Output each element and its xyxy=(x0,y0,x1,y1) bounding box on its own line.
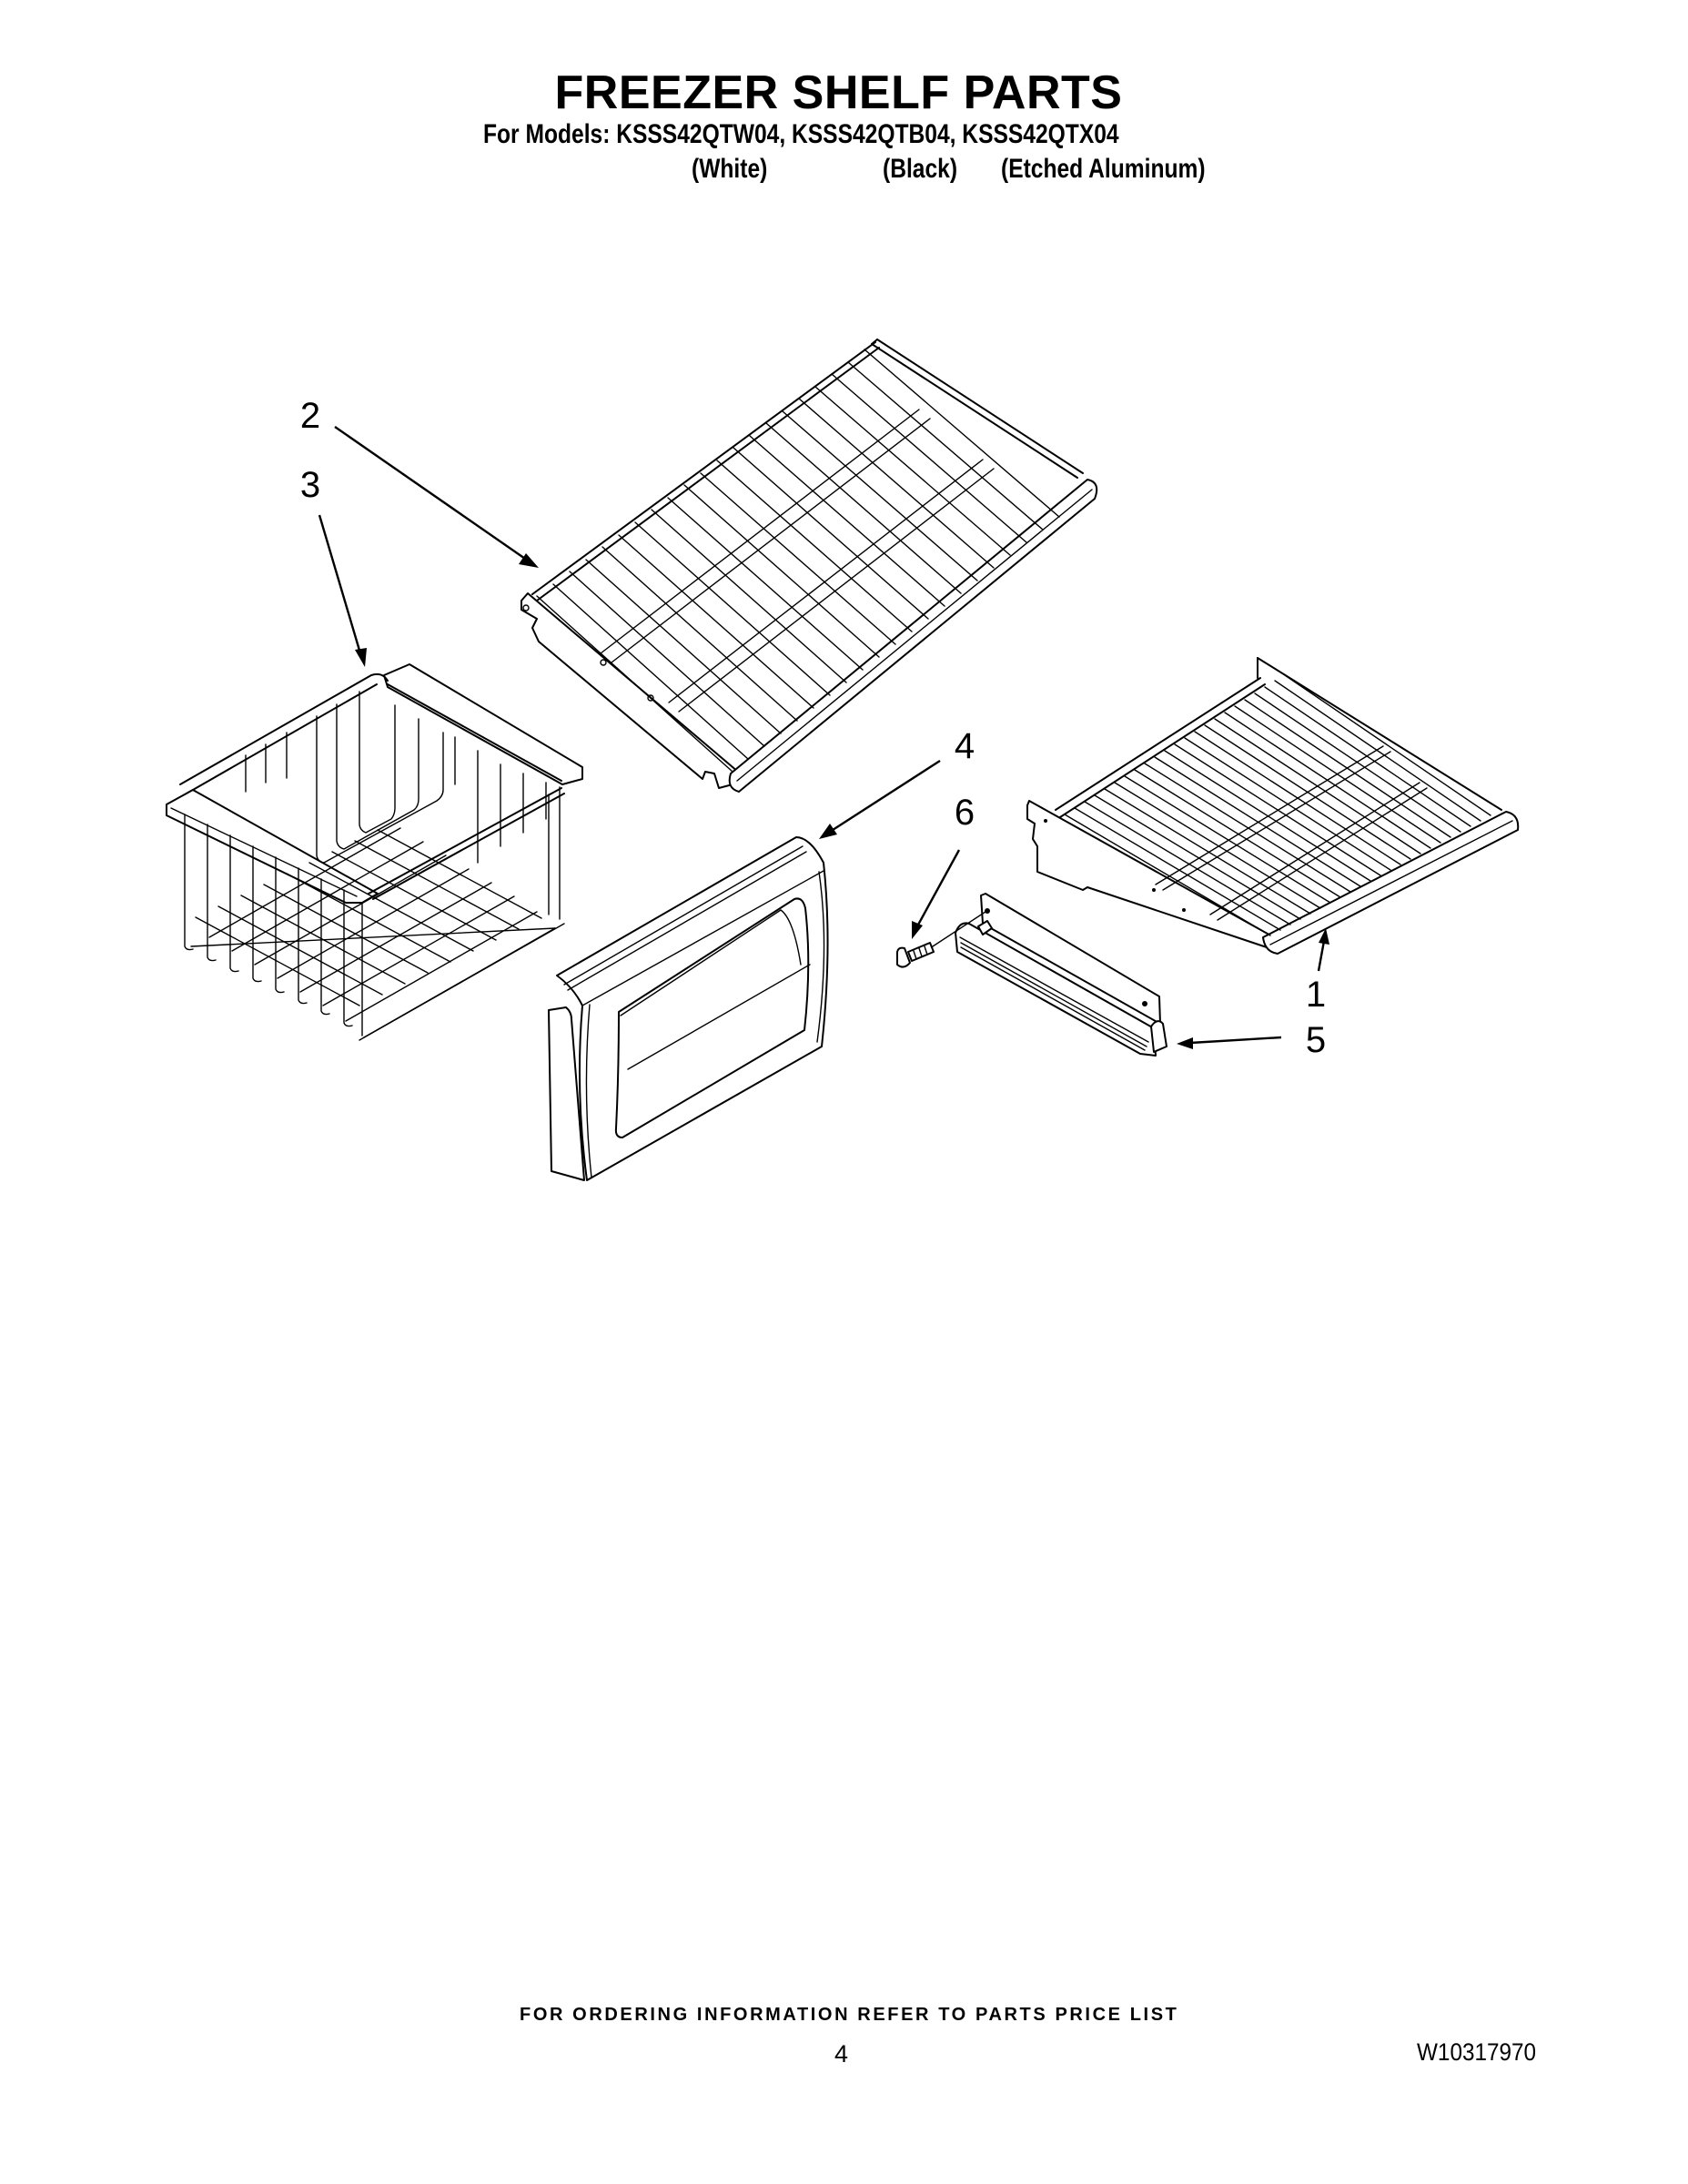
callout-3: 3 xyxy=(299,465,321,505)
callout-6: 6 xyxy=(954,793,975,833)
part-6-screw xyxy=(895,909,989,968)
part-4-front-panel xyxy=(548,836,829,1181)
page-number: 4 xyxy=(834,2040,849,2068)
part-5-trim-rail xyxy=(955,893,1167,1057)
part-1-right-wire-shelf xyxy=(1026,657,1520,955)
callout-4: 4 xyxy=(954,726,975,766)
page-title-text: FREEZER SHELF PARTS xyxy=(554,66,1123,119)
callout-5: 5 xyxy=(1305,1020,1327,1060)
part-3-wire-basket xyxy=(166,663,583,1041)
page-title: FREEZER SHELF PARTS xyxy=(0,67,1688,118)
document-number: W10317970 xyxy=(1417,2038,1537,2066)
part-2-upper-wire-shelf xyxy=(521,339,1098,793)
variant-black-label: (Black) xyxy=(883,154,958,184)
variant-white-label: (White) xyxy=(692,154,768,184)
variant-aluminum-label: (Etched Aluminum) xyxy=(1001,154,1206,184)
callout-1: 1 xyxy=(1305,975,1327,1015)
models-line: For Models: KSSS42QTW04, KSSS42QTB04, KS… xyxy=(483,119,1119,149)
callout-2: 2 xyxy=(299,396,321,436)
ordering-note: FOR ORDERING INFORMATION REFER TO PARTS … xyxy=(520,2005,1179,2025)
leader-arrows xyxy=(318,426,1329,1049)
